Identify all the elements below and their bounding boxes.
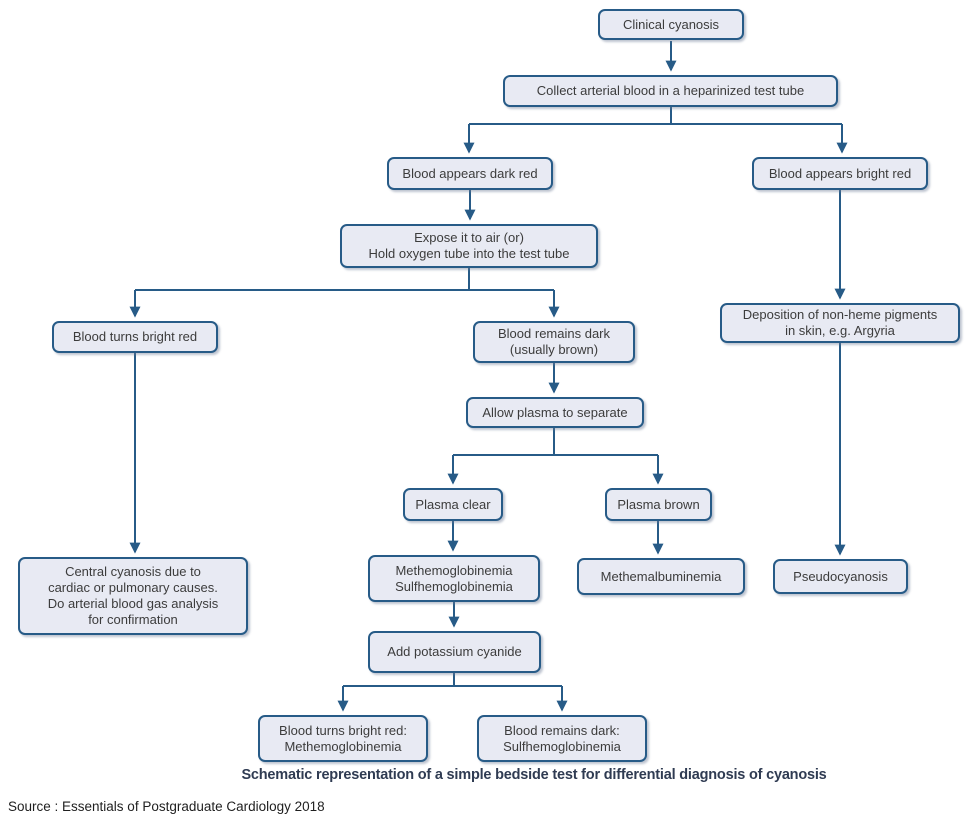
node-plasma-clear: Plasma clear <box>403 488 503 521</box>
node-methemalbuminemia: Methemalbuminemia <box>577 558 745 595</box>
node-allow-plasma-separate: Allow plasma to separate <box>466 397 644 428</box>
node-blood-appears-bright-red: Blood appears bright red <box>752 157 928 190</box>
node-plasma-brown: Plasma brown <box>605 488 712 521</box>
node-deposition-non-heme: Deposition of non-heme pigments in skin,… <box>720 303 960 343</box>
node-blood-turns-bright-red: Blood turns bright red <box>52 321 218 353</box>
node-add-potassium-cyanide: Add potassium cyanide <box>368 631 541 673</box>
node-central-cyanosis: Central cyanosis due to cardiac or pulmo… <box>18 557 248 635</box>
figure-caption: Schematic representation of a simple bed… <box>241 767 827 783</box>
node-kcn-remains-dark: Blood remains dark: Sulfhemoglobinemia <box>477 715 647 762</box>
source-attribution: Source : Essentials of Postgraduate Card… <box>8 799 325 814</box>
node-expose-to-air: Expose it to air (or) Hold oxygen tube i… <box>340 224 598 268</box>
node-kcn-turns-bright-red: Blood turns bright red: Methemoglobinemi… <box>258 715 428 762</box>
node-blood-remains-dark: Blood remains dark (usually brown) <box>473 321 635 363</box>
node-collect-blood: Collect arterial blood in a heparinized … <box>503 75 838 107</box>
node-pseudocyanosis: Pseudocyanosis <box>773 559 908 594</box>
node-clinical-cyanosis: Clinical cyanosis <box>598 9 744 40</box>
node-methemo-sulfhemo: Methemoglobinemia Sulfhemoglobinemia <box>368 555 540 602</box>
node-blood-appears-dark-red: Blood appears dark red <box>387 157 553 190</box>
